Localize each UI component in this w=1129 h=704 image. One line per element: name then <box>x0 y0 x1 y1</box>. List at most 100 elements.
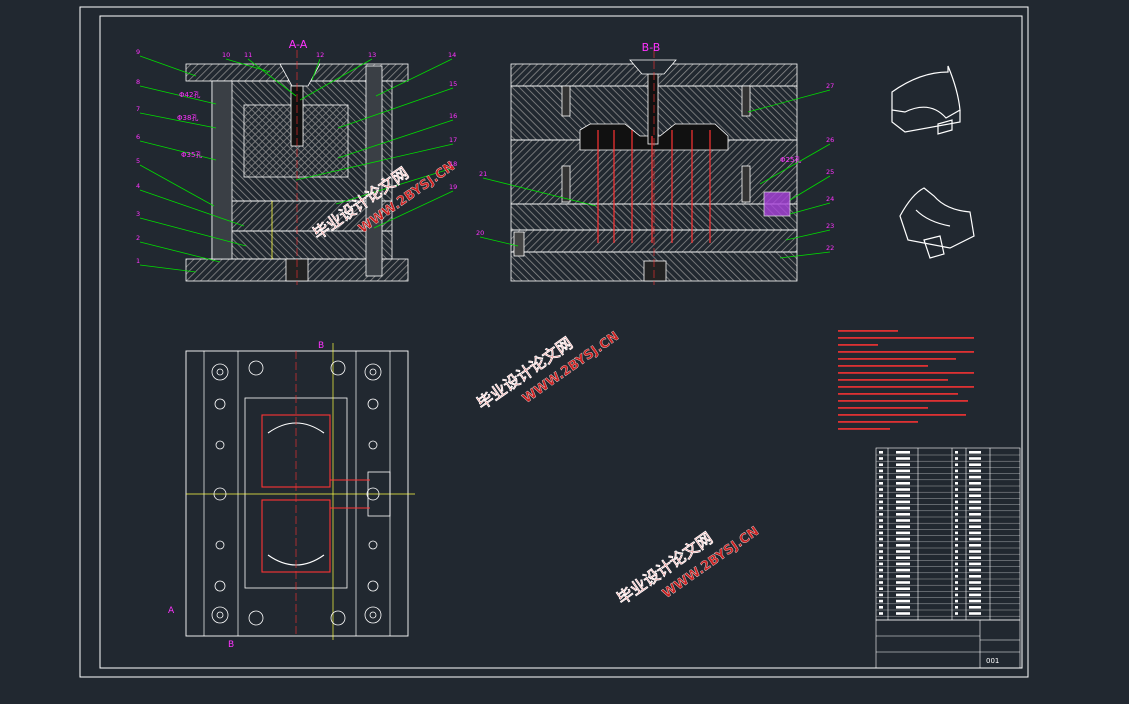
parts-row-cell <box>969 544 981 547</box>
notes-line <box>838 428 890 430</box>
cut-mark-b-bottom: B <box>228 640 234 650</box>
parts-row-cell <box>879 599 883 603</box>
parts-row-cell <box>955 562 958 566</box>
parts-row-cell <box>969 531 981 535</box>
parts-row-cell <box>879 494 883 497</box>
parts-row-cell <box>969 519 981 522</box>
label-1-leader <box>139 264 197 273</box>
label-10: 10 <box>222 51 230 59</box>
parts-row-cell <box>969 457 981 460</box>
label-12: 12 <box>316 51 324 59</box>
label-8: 8 <box>136 78 140 86</box>
label-27: 27 <box>826 82 834 90</box>
parts-row-cell <box>955 599 958 603</box>
parts-row-cell <box>879 531 883 535</box>
parts-row-cell <box>896 593 910 597</box>
notes-line <box>838 414 966 416</box>
parts-row-cell <box>879 500 883 504</box>
label-6-leader <box>139 140 217 161</box>
label-16-leader <box>337 119 454 159</box>
notes-line <box>838 358 956 360</box>
parts-row-cell <box>879 506 883 510</box>
parts-row-cell <box>879 587 883 590</box>
label-3: 3 <box>136 210 140 218</box>
label-20: 20 <box>476 229 484 237</box>
label-26: 26 <box>826 136 834 144</box>
notes-line <box>838 407 928 409</box>
parts-row-cell <box>969 469 981 473</box>
label-5-leader <box>139 164 215 207</box>
parts-row-cell <box>969 556 981 559</box>
parts-row-cell <box>879 488 883 491</box>
parts-row-cell <box>955 469 958 473</box>
parts-row-cell <box>969 525 981 528</box>
parts-row-cell <box>955 581 958 584</box>
label-25: 25 <box>826 168 834 176</box>
parts-row-cell <box>896 494 910 497</box>
parts-row-cell <box>879 469 883 473</box>
label-21-leader <box>482 177 597 207</box>
parts-list-rows <box>876 451 1020 617</box>
parts-row-cell <box>896 606 910 609</box>
parts-row-cell <box>879 556 883 559</box>
technical-notes <box>838 330 974 430</box>
label-19: 19 <box>449 183 457 191</box>
notes-line <box>838 421 918 423</box>
parts-row-cell <box>896 519 910 522</box>
parts-row-cell <box>969 482 981 485</box>
parts-row-cell <box>955 568 958 572</box>
label-4: 4 <box>136 182 140 190</box>
parts-row-cell <box>879 513 883 516</box>
parts-row-cell <box>955 575 958 578</box>
part-isometric-2 <box>899 187 975 259</box>
parts-row-cell <box>969 506 981 510</box>
parts-row-cell <box>879 568 883 572</box>
section-aa-view <box>185 50 409 285</box>
label-13: 13 <box>368 51 376 59</box>
parts-row-cell <box>879 562 883 566</box>
part-isometric-1 <box>891 65 961 135</box>
notes-line <box>838 330 898 332</box>
cut-mark-b-top: B <box>318 341 324 351</box>
label-3-leader <box>139 217 247 247</box>
parts-row-cell <box>969 537 981 541</box>
label-11-leader <box>247 58 297 97</box>
parts-row-cell <box>879 451 883 454</box>
parts-row-cell <box>955 550 958 553</box>
parts-row-cell <box>969 463 981 466</box>
label-7-leader <box>139 112 217 129</box>
label-6: 6 <box>136 133 140 141</box>
label-17: 17 <box>449 136 457 144</box>
leader-lines <box>139 55 831 273</box>
parts-row-cell <box>879 537 883 541</box>
parts-row-cell <box>969 606 981 609</box>
notes-line <box>838 351 974 353</box>
parts-row-cell <box>969 550 981 553</box>
parts-row-cell <box>896 457 910 460</box>
parts-row-cell <box>969 581 981 584</box>
parts-row-cell <box>969 587 981 590</box>
parts-row-cell <box>969 593 981 597</box>
label-8-leader <box>139 85 217 105</box>
parts-row-cell <box>969 475 981 479</box>
parts-row-cell <box>955 488 958 491</box>
parts-row-cell <box>955 606 958 609</box>
section-bb-title: B-B <box>642 41 661 54</box>
parts-row-cell <box>955 457 958 460</box>
parts-row-cell <box>955 537 958 541</box>
label-17-leader <box>295 143 454 181</box>
parts-row-cell <box>969 612 981 615</box>
parts-row-cell <box>896 544 910 547</box>
label-24-leader <box>789 202 831 215</box>
parts-row-cell <box>969 488 981 491</box>
parts-row-cell <box>955 451 958 454</box>
label-18-leader <box>335 167 454 205</box>
parts-row-cell <box>955 612 958 615</box>
parts-row-cell <box>879 606 883 609</box>
parts-row-cell <box>955 531 958 535</box>
label-26-leader <box>759 143 831 185</box>
label-13-leader <box>299 58 373 101</box>
parts-row-cell <box>896 599 910 603</box>
parts-row-cell <box>896 482 910 485</box>
